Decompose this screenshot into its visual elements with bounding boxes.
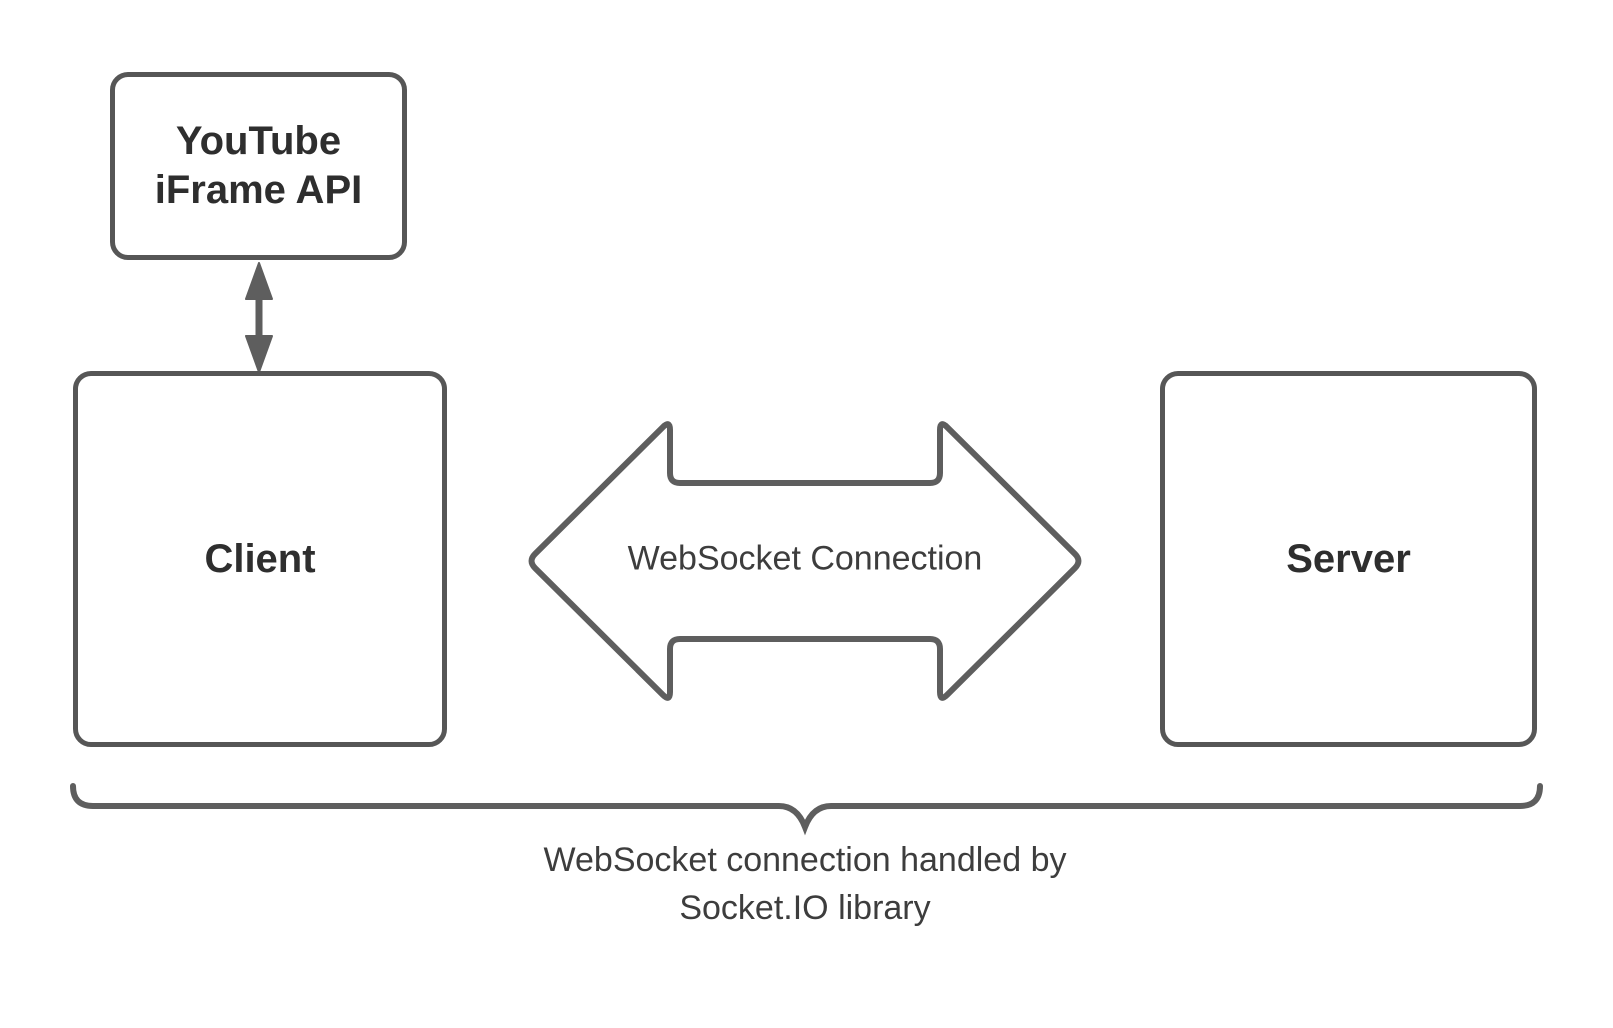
client-label: Client xyxy=(204,536,316,581)
arrowhead-down-icon xyxy=(246,336,272,372)
arrowhead-down-outline-icon xyxy=(245,335,273,373)
server-node: Server xyxy=(1160,371,1537,747)
youtube-label-line1: YouTube xyxy=(175,119,342,163)
websocket-connection-label: WebSocket Connection xyxy=(627,539,983,578)
youtube-label-line2: iFrame API xyxy=(154,168,363,212)
brace-caption: WebSocket connection handled by Socket.I… xyxy=(544,836,1067,932)
brace-icon xyxy=(70,783,1543,836)
server-label: Server xyxy=(1286,536,1411,581)
websocket-double-arrow-icon xyxy=(528,421,1082,701)
brace-caption-line2: Socket.IO library xyxy=(679,889,931,927)
arrowhead-up-outline-icon xyxy=(245,262,273,300)
youtube-client-bidirectional-arrow-icon xyxy=(245,262,273,373)
youtube-iframe-api-node: YouTube iFrame API xyxy=(110,72,407,260)
brace-caption-line1: WebSocket connection handled by xyxy=(543,841,1067,879)
client-node: Client xyxy=(73,371,447,747)
arrowhead-up-icon xyxy=(246,263,272,299)
youtube-iframe-api-label: YouTube iFrame API xyxy=(155,117,362,215)
